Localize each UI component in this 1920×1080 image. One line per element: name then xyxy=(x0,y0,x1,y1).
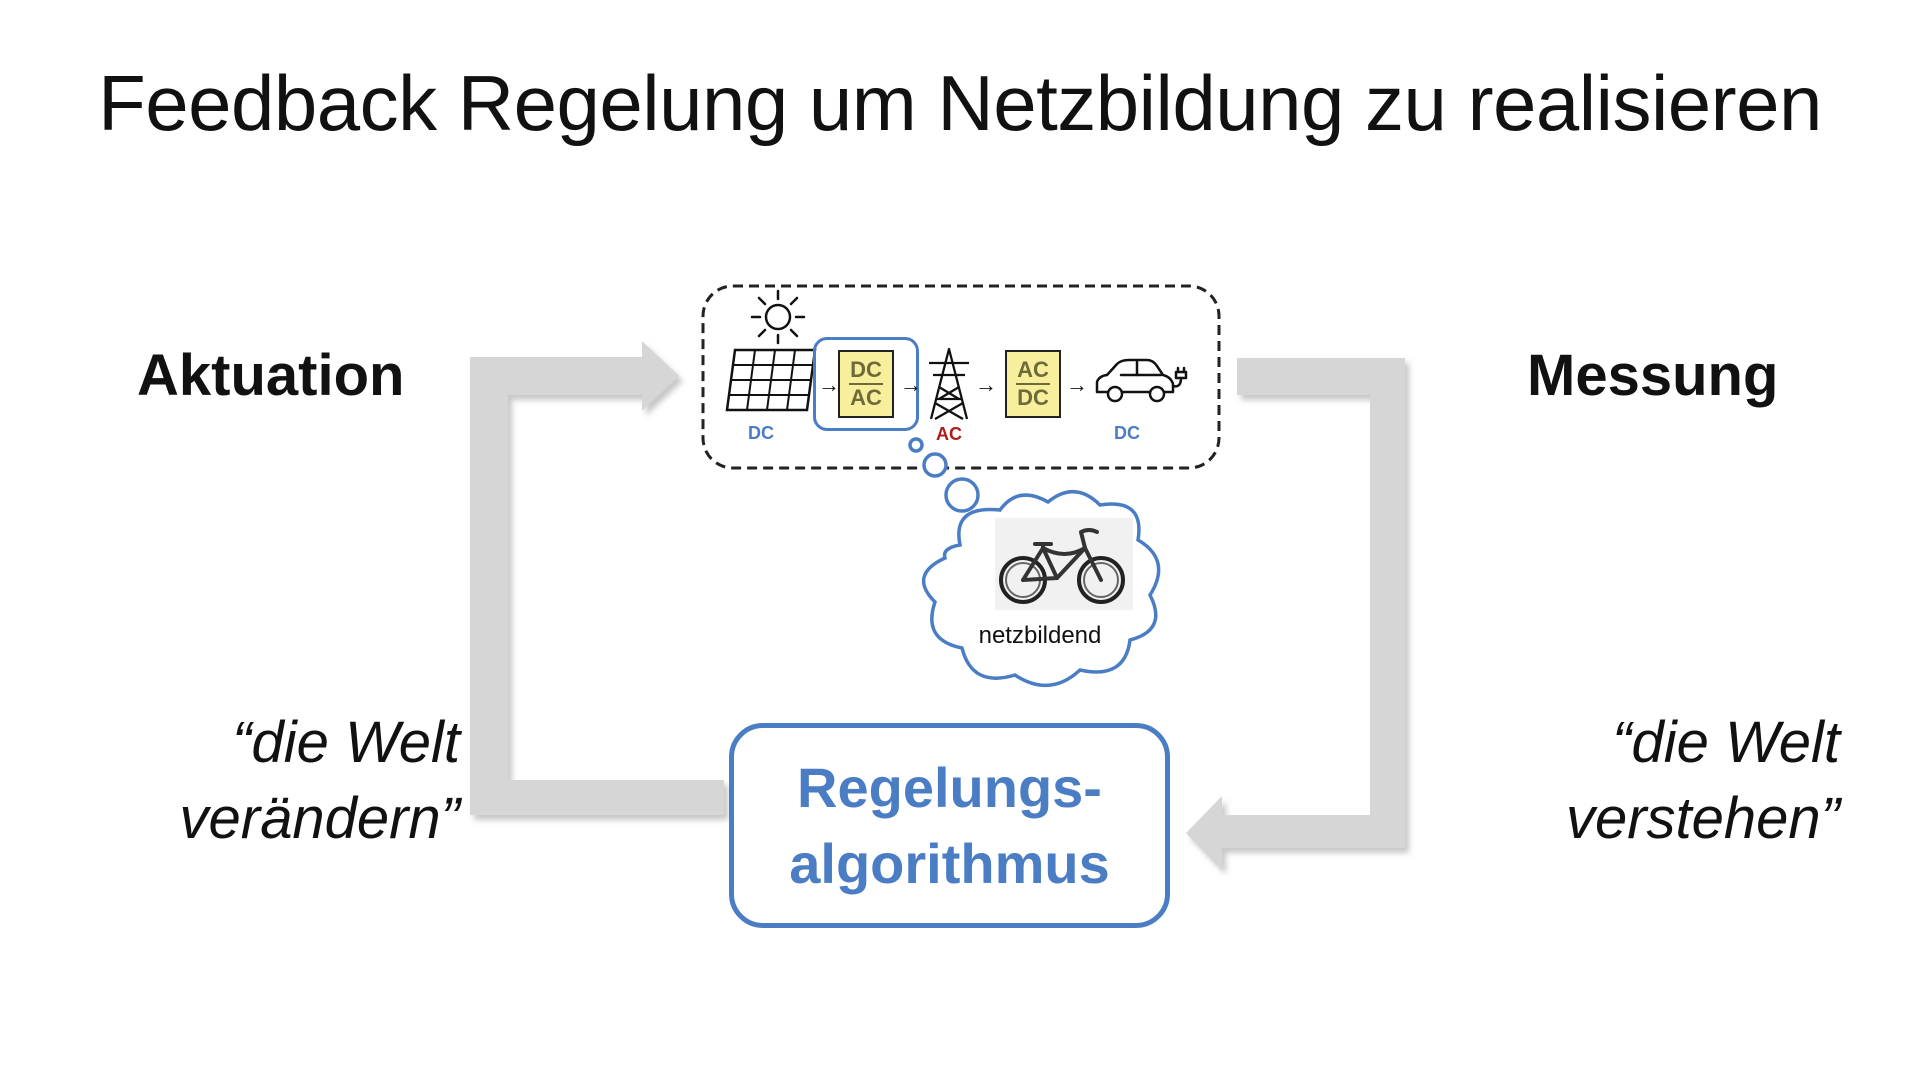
flow-arrow-icon: → xyxy=(975,372,997,397)
charger-bottom-label: DC xyxy=(1017,385,1049,410)
inverter-divider xyxy=(849,383,883,385)
measurement-arrow xyxy=(1186,358,1405,870)
transmission-tower-icon xyxy=(929,347,969,420)
controller-box: Regelungs- algorithmus xyxy=(729,723,1170,928)
bicycle-icon xyxy=(995,518,1133,610)
system-box xyxy=(701,284,1221,470)
sun-icon xyxy=(750,289,806,345)
grid-ac-label: AC xyxy=(936,424,962,444)
charger-converter: AC DC xyxy=(1005,350,1061,418)
actuation-quote-line2: verändern” xyxy=(179,786,460,851)
electric-car-icon xyxy=(1095,358,1188,403)
actuation-quote: “die Welt verändern” xyxy=(60,705,460,857)
inverter-top-label: DC xyxy=(850,357,882,382)
controller-line2: algorithmus xyxy=(789,831,1110,895)
actuation-quote-line1: “die Welt xyxy=(232,710,460,775)
solar-dc-label: DC xyxy=(748,423,774,443)
page-title: Feedback Regelung um Netzbildung zu real… xyxy=(98,59,1822,147)
measurement-label: Messung xyxy=(1527,343,1779,408)
thought-caption: netzbildend xyxy=(978,622,1102,649)
measurement-quote: “die Welt verstehen” xyxy=(1440,705,1840,857)
inverter-converter: DC AC xyxy=(838,350,894,418)
charger-top-label: AC xyxy=(1017,357,1049,382)
measurement-quote-line2: verstehen” xyxy=(1565,786,1840,851)
actuation-label: Aktuation xyxy=(137,343,405,408)
flow-arrow-icon: → xyxy=(900,372,922,397)
actuation-arrow xyxy=(470,341,724,815)
inverter-bottom-label: AC xyxy=(850,385,882,410)
solar-panel-icon xyxy=(725,348,817,412)
flow-arrow-icon: → xyxy=(818,372,840,397)
car-dc-label: DC xyxy=(1114,423,1140,443)
inverter-highlight xyxy=(813,337,919,431)
controller-line1: Regelungs- xyxy=(797,755,1102,819)
charger-divider xyxy=(1016,383,1050,385)
measurement-quote-line1: “die Welt xyxy=(1612,710,1840,775)
flow-arrow-icon: → xyxy=(1066,372,1088,397)
